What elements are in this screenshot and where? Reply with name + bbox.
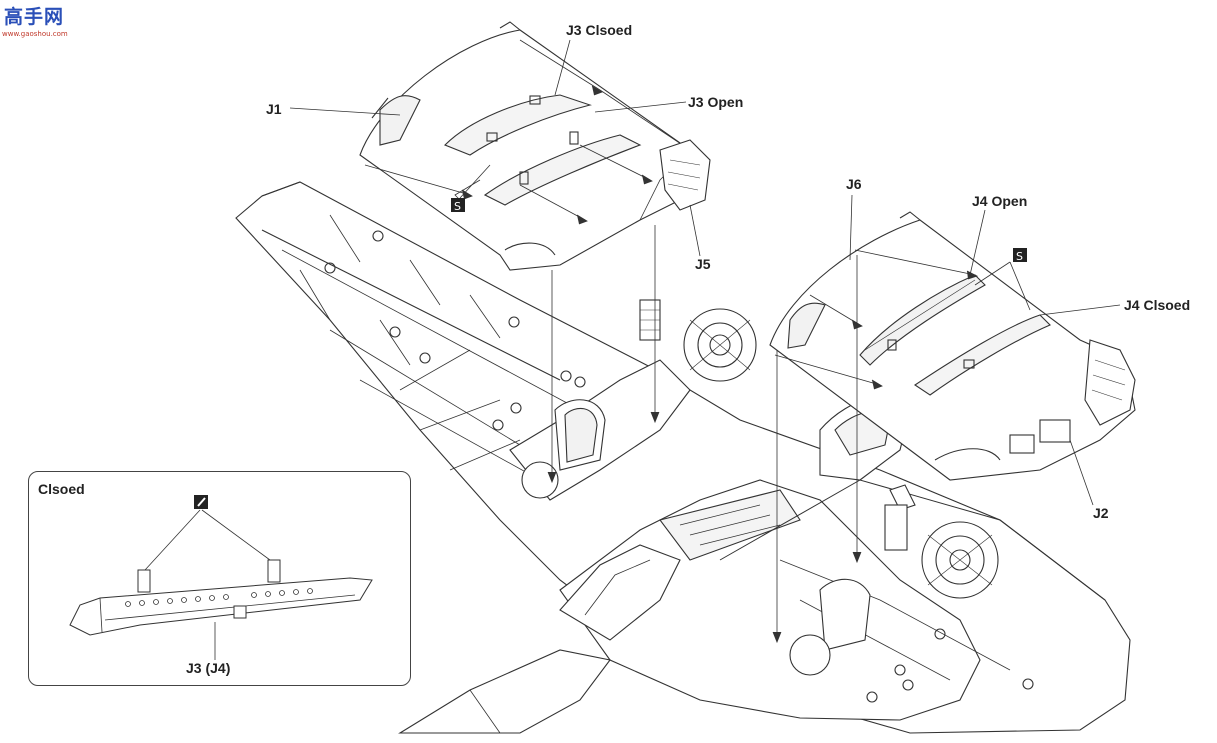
part-j1-cowling: [359, 21, 711, 271]
label-j3-closed: J3 Clsoed: [566, 22, 633, 38]
label-j5: J5: [695, 256, 711, 272]
wing-structure: [235, 181, 1131, 734]
part-j2-cowling: [769, 211, 1136, 481]
right-radial-engine: [884, 484, 999, 599]
inset-part-label: J3 (J4): [186, 660, 231, 676]
flip-part-icon: S S: [451, 198, 1027, 263]
label-j6: J6: [846, 176, 862, 192]
leader-lines: [289, 39, 1121, 506]
label-j4-closed: J4 Clsoed: [1124, 297, 1191, 313]
inset-title: Clsoed: [38, 481, 85, 497]
site-logo-text: 高手网: [4, 6, 65, 28]
label-j1: J1: [266, 101, 282, 117]
assembly-arrows: [364, 39, 1031, 644]
svg-text:S: S: [1016, 250, 1023, 263]
label-j3-open: J3 Open: [688, 94, 744, 110]
closed-detail-inset: [28, 471, 411, 686]
part-j3-panels: [444, 94, 642, 206]
part-j4-panels: [859, 274, 1051, 396]
label-j2: J2: [1093, 505, 1109, 521]
label-j4-open: J4 Open: [972, 193, 1028, 209]
site-logo: 高手网 www.gaoshou.com: [0, 0, 68, 40]
site-logo-url: www.gaoshou.com: [2, 30, 68, 38]
svg-text:S: S: [454, 200, 461, 213]
left-nacelle-base: [509, 359, 691, 501]
j3-flip-leader: [459, 164, 491, 199]
